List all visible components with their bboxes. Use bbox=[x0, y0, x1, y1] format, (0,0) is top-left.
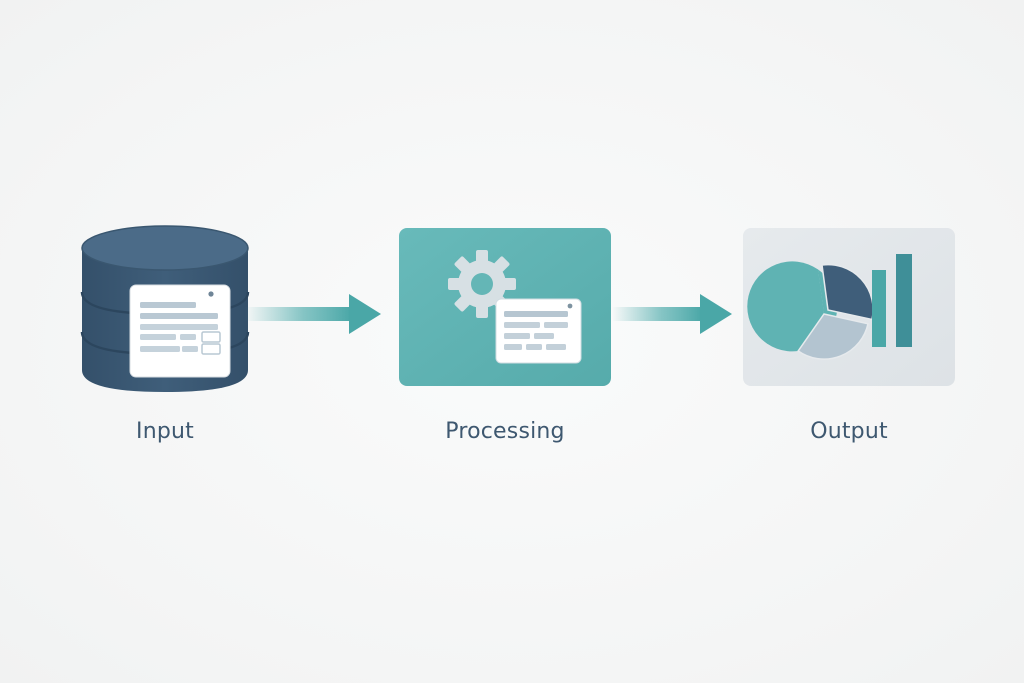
input-node bbox=[70, 220, 270, 400]
form-card-icon bbox=[129, 284, 231, 378]
pie-chart-icon bbox=[747, 261, 874, 360]
processing-label: Processing bbox=[445, 419, 565, 444]
gear-icon bbox=[448, 250, 516, 318]
bar-chart-icon bbox=[872, 254, 912, 347]
output-label: Output bbox=[810, 419, 888, 444]
output-node bbox=[742, 227, 956, 387]
input-label: Input bbox=[136, 419, 194, 444]
window-card-icon bbox=[495, 298, 582, 364]
arrow-right-icon bbox=[612, 292, 736, 338]
processing-node bbox=[398, 227, 612, 387]
database-icon bbox=[80, 225, 250, 392]
arrow-right-icon bbox=[245, 292, 385, 338]
